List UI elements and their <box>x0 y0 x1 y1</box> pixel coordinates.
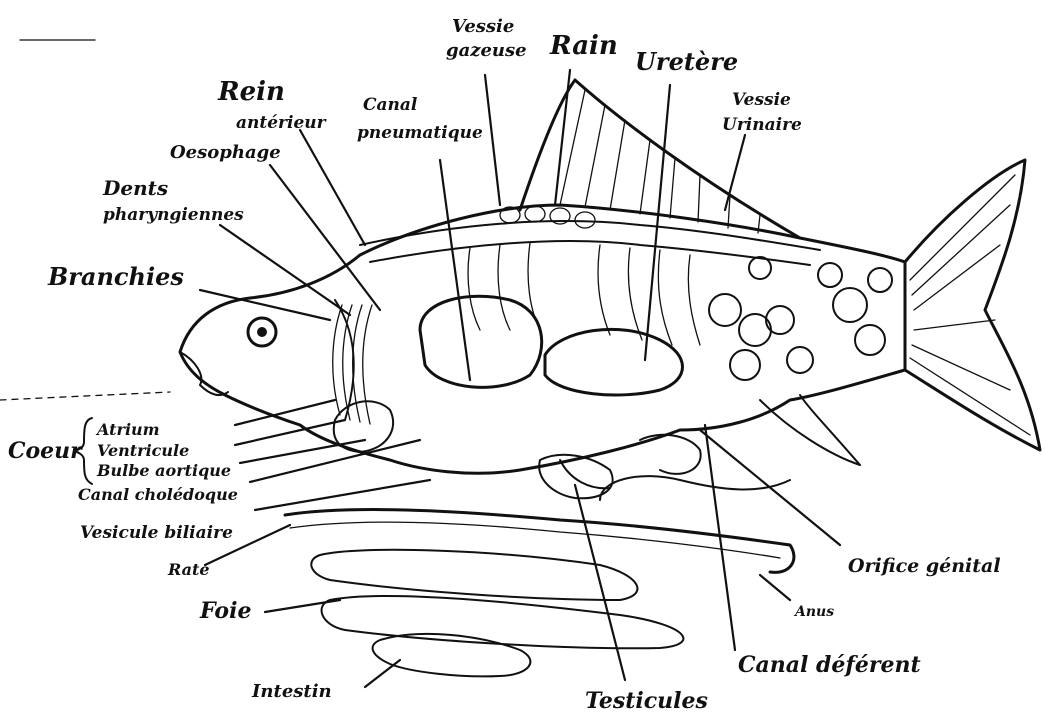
label-canal-choledoque: Canal cholédoque <box>78 485 238 504</box>
label-ventricule: Ventricule <box>97 441 189 460</box>
liver-lobe-2 <box>322 596 684 648</box>
label-coeur: Coeur <box>8 438 83 464</box>
label-uretere: Uretère <box>635 47 738 76</box>
tail-fin <box>905 160 1040 450</box>
label-bulbe-aortique: Bulbe aortique <box>96 461 231 480</box>
label-intestin: Intestin <box>251 681 332 702</box>
label-rate: Rate <box>167 560 210 579</box>
labels: Vessie gazeuse Rain Uretère Vessie Urina… <box>8 16 1001 714</box>
leader-lines <box>200 70 840 687</box>
label-rein-anterieur-1: Rein <box>217 77 285 107</box>
label-rain: Rain <box>549 31 618 61</box>
dorsal-fin-rays <box>560 90 760 233</box>
label-anus: Anus <box>793 604 834 620</box>
label-canal-pneumatique-1: Canal <box>363 95 418 115</box>
label-atrium: Atrium <box>95 420 160 439</box>
swim-bladder-front <box>420 296 542 387</box>
label-canal-pneumatique-2: pneumatique <box>357 123 483 143</box>
label-vessie-urinaire-2: Urinaire <box>722 115 802 135</box>
intestine-rear-loop <box>600 435 790 500</box>
label-vessie-gazeuse-1: Vessie <box>452 16 514 37</box>
label-testicules: Testicules <box>585 688 708 714</box>
liver-lobe-1 <box>311 550 637 600</box>
kidney-band <box>360 221 820 250</box>
label-vessie-gazeuse-2: gazeuse <box>446 40 527 61</box>
label-dents-pharyngiennes-1: Dents <box>102 176 168 200</box>
label-oesophage: Oesophage <box>170 142 281 163</box>
label-canal-deferent: Canal déférent <box>738 652 921 678</box>
intestine-loop-upper-inner <box>290 522 780 558</box>
anal-fin <box>760 395 860 465</box>
label-orifice-genital: Orifice génital <box>848 555 1001 577</box>
ribs <box>468 243 700 345</box>
gill-arches <box>333 305 372 424</box>
kidney-band-lower <box>370 241 810 265</box>
label-vessie-urinaire-1: Vessie <box>732 90 791 110</box>
tail-fin-rays <box>910 175 1030 435</box>
fish-illustration <box>0 40 1040 676</box>
tail-scales <box>709 257 892 380</box>
label-foie: Foie <box>199 598 251 624</box>
mouth <box>180 352 228 395</box>
label-dents-pharyngiennes-2: pharyngiennes <box>103 205 244 225</box>
label-branchies: Branchies <box>47 262 184 291</box>
fish-pupil <box>257 327 267 337</box>
swim-bladder-rear <box>545 329 683 395</box>
label-rein-anterieur-2: antérieur <box>236 113 327 133</box>
label-vesicule-biliaire: Vesicule biliaire <box>80 523 233 543</box>
dashed-guide-left <box>0 392 170 400</box>
